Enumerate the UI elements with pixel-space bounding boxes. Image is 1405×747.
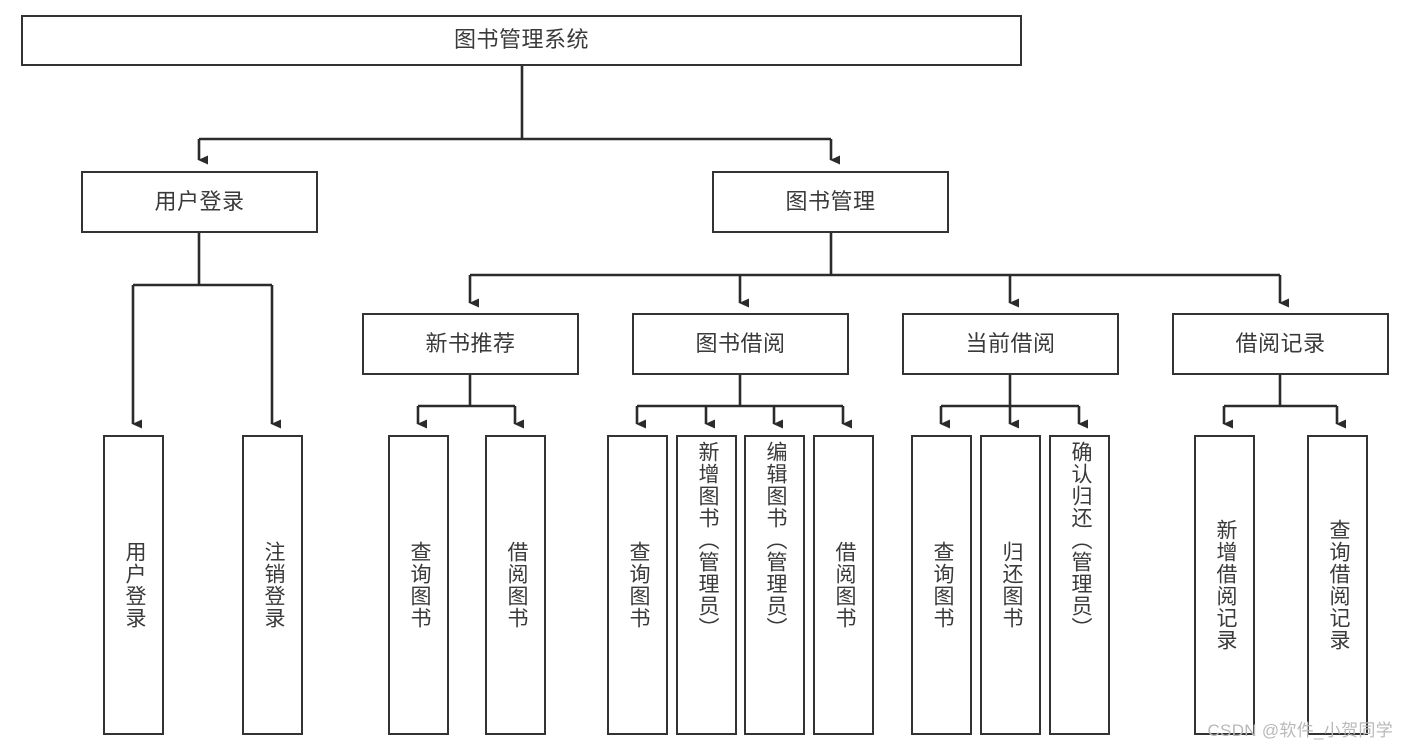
- node-borrow-record[interactable]: 借阅记录: [1172, 313, 1389, 375]
- node-label: 用户登录: [122, 541, 146, 629]
- node-leaf-borrow-book-recommend[interactable]: 借阅图书: [485, 435, 546, 735]
- node-label: 图书管理系统: [453, 27, 589, 53]
- node-label: 新增借阅记录: [1213, 519, 1237, 651]
- node-label: 当前借阅: [965, 330, 1056, 356]
- node-label: 归还图书: [999, 541, 1023, 629]
- node-leaf-edit-book-admin[interactable]: 编辑图书（管理员）: [744, 435, 805, 735]
- node-label: 确认归还（管理员）: [1068, 441, 1092, 639]
- node-leaf-add-borrow-record[interactable]: 新增借阅记录: [1194, 435, 1255, 735]
- node-label: 用户登录: [154, 188, 245, 214]
- node-new-book-recommend[interactable]: 新书推荐: [362, 313, 579, 375]
- node-leaf-query-book-current[interactable]: 查询图书: [911, 435, 972, 735]
- node-leaf-borrow-book-borrow[interactable]: 借阅图书: [813, 435, 874, 735]
- node-label: 图书管理: [785, 188, 876, 214]
- node-label: 借阅图书: [832, 541, 856, 629]
- node-label: 查询借阅记录: [1326, 519, 1350, 651]
- node-book-management-system[interactable]: 图书管理系统: [21, 15, 1022, 66]
- node-label: 查询图书: [930, 541, 954, 629]
- node-book-management[interactable]: 图书管理: [712, 171, 949, 233]
- node-leaf-query-borrow-record[interactable]: 查询借阅记录: [1307, 435, 1368, 735]
- node-label: 图书借阅: [695, 330, 786, 356]
- node-leaf-confirm-return-admin[interactable]: 确认归还（管理员）: [1049, 435, 1110, 735]
- node-book-borrow[interactable]: 图书借阅: [632, 313, 849, 375]
- node-label: 借阅图书: [504, 541, 528, 629]
- node-label: 查询图书: [626, 541, 650, 629]
- node-leaf-logout-login[interactable]: 注销登录: [242, 435, 303, 735]
- node-label: 新书推荐: [425, 330, 516, 356]
- node-current-borrow[interactable]: 当前借阅: [902, 313, 1119, 375]
- node-user-login[interactable]: 用户登录: [81, 171, 318, 233]
- node-leaf-query-book-recommend[interactable]: 查询图书: [388, 435, 449, 735]
- node-label: 借阅记录: [1235, 330, 1326, 356]
- node-label: 新增图书（管理员）: [695, 441, 719, 639]
- node-label: 查询图书: [407, 541, 431, 629]
- node-leaf-query-book-borrow[interactable]: 查询图书: [607, 435, 668, 735]
- node-label: 注销登录: [261, 541, 285, 629]
- watermark-text: CSDN @软件_小贺同学: [1207, 721, 1393, 740]
- node-leaf-return-book[interactable]: 归还图书: [980, 435, 1041, 735]
- node-label: 编辑图书（管理员）: [763, 441, 787, 639]
- node-leaf-user-login[interactable]: 用户登录: [103, 435, 164, 735]
- node-leaf-add-book-admin[interactable]: 新增图书（管理员）: [676, 435, 737, 735]
